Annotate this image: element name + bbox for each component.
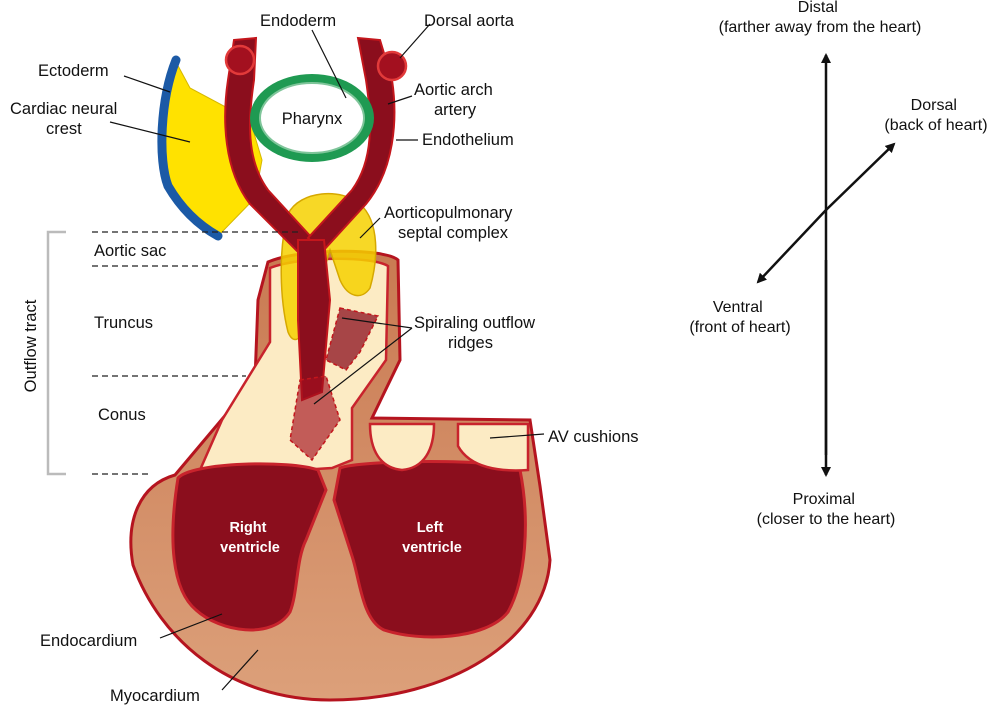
myocardium-label: Myocardium xyxy=(110,687,200,705)
endoderm-label: Endoderm xyxy=(260,12,336,30)
dorsal-arrow xyxy=(826,144,894,210)
spiraling-outflow-ridges-label: Spiraling outflow ridges xyxy=(414,314,540,352)
right-ventricle-label-line2: ventricle xyxy=(220,540,280,556)
cardiac-neural-crest-label: Cardiac neural crest xyxy=(10,100,122,138)
proximal-label-line2: (closer to the heart) xyxy=(757,511,896,528)
dorsal-aorta-label: Dorsal aorta xyxy=(424,12,515,30)
pharynx-label: Pharynx xyxy=(282,110,343,128)
av-cushions-label: AV cushions xyxy=(548,428,639,446)
distal-label-line1: Distal xyxy=(798,0,838,16)
ventral-label-line2: (front of heart) xyxy=(689,319,790,336)
septal-complex-label-line2: septal complex xyxy=(398,224,509,242)
proximal-label-line1: Proximal xyxy=(793,491,855,508)
left-ventricle-label-line2: ventricle xyxy=(402,540,462,556)
distal-label: Distal (farther away from the heart) xyxy=(719,0,922,36)
outflow-tract-label: Outflow tract xyxy=(22,299,40,392)
ventral-label: Ventral (front of heart) xyxy=(689,299,790,336)
proximal-label: Proximal (closer to the heart) xyxy=(757,491,896,528)
spiraling-ridges-label-line2: ridges xyxy=(448,334,493,352)
right-ventricle-label-line1: Right xyxy=(229,520,266,536)
ectoderm-label: Ectoderm xyxy=(38,62,109,80)
aortic-sac-label: Aortic sac xyxy=(94,242,166,260)
endocardium-label: Endocardium xyxy=(40,632,137,650)
septal-complex-label-line1: Aorticopulmonary xyxy=(384,204,513,222)
endothelium-label: Endothelium xyxy=(422,131,514,149)
conus-label: Conus xyxy=(98,406,146,424)
ectoderm-leader xyxy=(124,76,170,92)
aortic-arch-artery-label: Aortic arch artery xyxy=(414,81,497,119)
aortic-arch-artery-label-line2: artery xyxy=(434,101,477,119)
spiraling-ridges-label-line1: Spiraling outflow xyxy=(414,314,535,332)
outflow-tract-bracket xyxy=(48,232,66,474)
distal-label-line2: (farther away from the heart) xyxy=(719,19,922,36)
dorsal-aorta-left-shape xyxy=(226,46,254,74)
dorsal-label-line2: (back of heart) xyxy=(884,117,987,134)
ventral-arrow xyxy=(758,210,826,282)
dorsal-label-line1: Dorsal xyxy=(911,97,957,114)
dorsal-label: Dorsal (back of heart) xyxy=(884,97,987,134)
cardiac-neural-crest-label-line2: crest xyxy=(46,120,82,138)
truncus-label: Truncus xyxy=(94,314,153,332)
aortic-arch-artery-label-line1: Aortic arch xyxy=(414,81,493,99)
septal-complex-label: Aorticopulmonary septal complex xyxy=(384,204,517,242)
cardiac-neural-crest-label-line1: Cardiac neural xyxy=(10,100,117,118)
left-ventricle-label-line1: Left xyxy=(417,520,444,536)
ventral-label-line1: Ventral xyxy=(713,299,763,316)
